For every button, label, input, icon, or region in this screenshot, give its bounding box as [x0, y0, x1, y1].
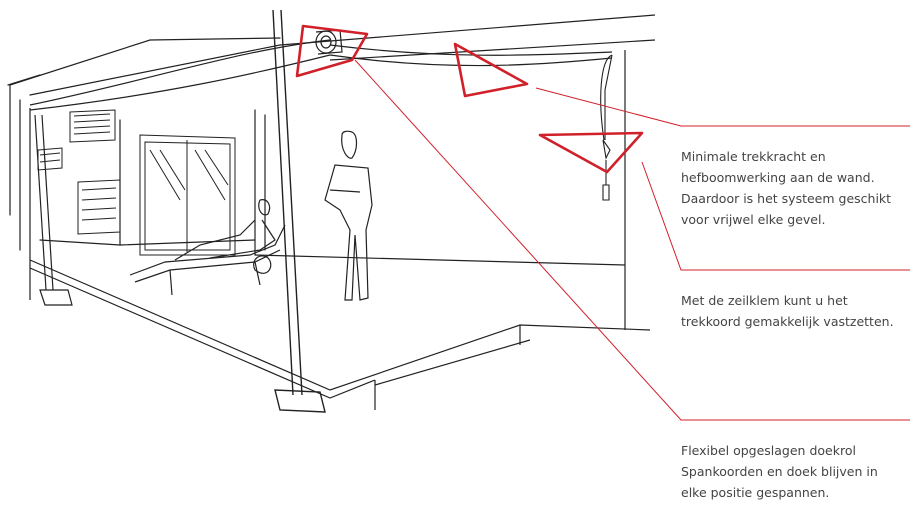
window-lower: [77, 179, 121, 235]
annotation-sail-clamp: Met de zeilklem kunt u het trekkoord gem…: [681, 290, 901, 332]
leader-line-2: [641, 161, 910, 271]
annotation-wall-mount: Minimale trekkracht en hefboomwerking aa…: [681, 146, 901, 230]
annotation-line: elke positie gespannen.: [681, 485, 830, 500]
annotation-line: Spankoorden en doek blijven in: [681, 464, 878, 479]
leader-lines: [354, 59, 910, 421]
fabric-roller: [315, 29, 343, 55]
annotation-fabric-roll: Flexibel opgeslagen doekrol Spankoorden …: [681, 440, 901, 503]
marker-clamp: [538, 131, 644, 174]
pole-left: [34, 114, 73, 306]
annotation-line: Met de zeilklem kunt u het: [681, 293, 848, 308]
awning-canopy: [29, 39, 613, 300]
pole-front: [272, 9, 326, 413]
annotation-line: hefboomwerking aan de wand.: [681, 170, 875, 185]
roof-line: [279, 14, 656, 330]
annotation-line: voor vrijwel elke gevel.: [681, 212, 826, 227]
leader-line-3: [354, 59, 910, 421]
left-window: [37, 147, 63, 171]
terrace-floor: [29, 254, 651, 410]
annotation-line: trekkoord gemakkelijk vastzetten.: [681, 314, 894, 329]
leader-line-1: [535, 87, 910, 127]
sliding-door: [139, 134, 236, 256]
annotation-line: Flexibel opgeslagen doekrol: [681, 443, 856, 458]
marker-roller: [295, 24, 369, 78]
lounger: [129, 224, 286, 296]
pull-cord: [600, 54, 613, 201]
person-lounging: [174, 199, 276, 261]
annotation-line: Daardoor is het systeem geschikt: [681, 191, 892, 206]
marker-wall: [453, 42, 529, 98]
window-upper: [69, 109, 116, 143]
highlight-markers: [295, 24, 644, 174]
annotation-line: Minimale trekkracht en: [681, 149, 826, 164]
person-standing: [324, 130, 373, 301]
